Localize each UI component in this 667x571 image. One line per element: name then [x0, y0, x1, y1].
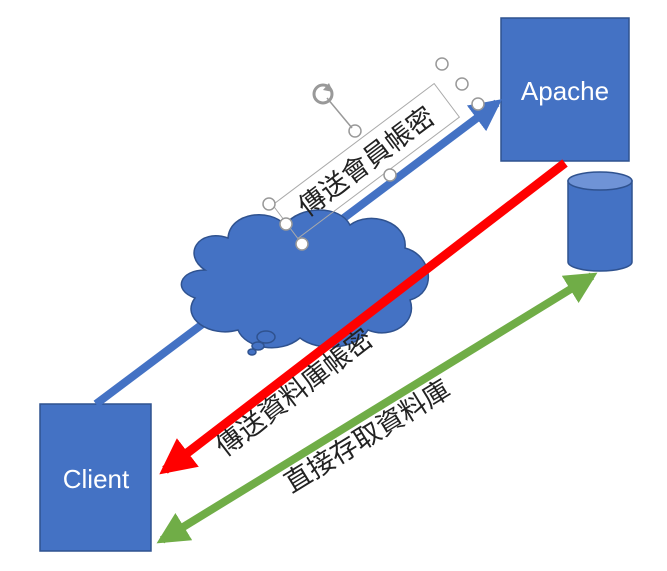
apache-node[interactable]: Apache: [500, 17, 630, 162]
apache-label: Apache: [521, 76, 609, 106]
resize-handle-right-top[interactable]: [455, 77, 469, 91]
resize-handle-bottom-left[interactable]: [295, 237, 309, 251]
resize-handle-left[interactable]: [279, 217, 293, 231]
client-label: Client: [63, 464, 130, 494]
resize-handle-bottom[interactable]: [383, 168, 397, 182]
resize-handle-right[interactable]: [471, 97, 485, 111]
database-icon[interactable]: [567, 171, 633, 272]
client-node[interactable]: Client: [39, 403, 152, 552]
rotate-handle-icon[interactable]: [312, 83, 353, 129]
resize-handle-top[interactable]: [348, 124, 362, 138]
selection-handles[interactable]: [262, 57, 485, 251]
cloud-icon[interactable]: [180, 209, 429, 356]
arrow-client-database[interactable]: [156, 272, 598, 544]
resize-handle-top-right[interactable]: [435, 57, 449, 71]
resize-handle-top-left[interactable]: [262, 197, 276, 211]
